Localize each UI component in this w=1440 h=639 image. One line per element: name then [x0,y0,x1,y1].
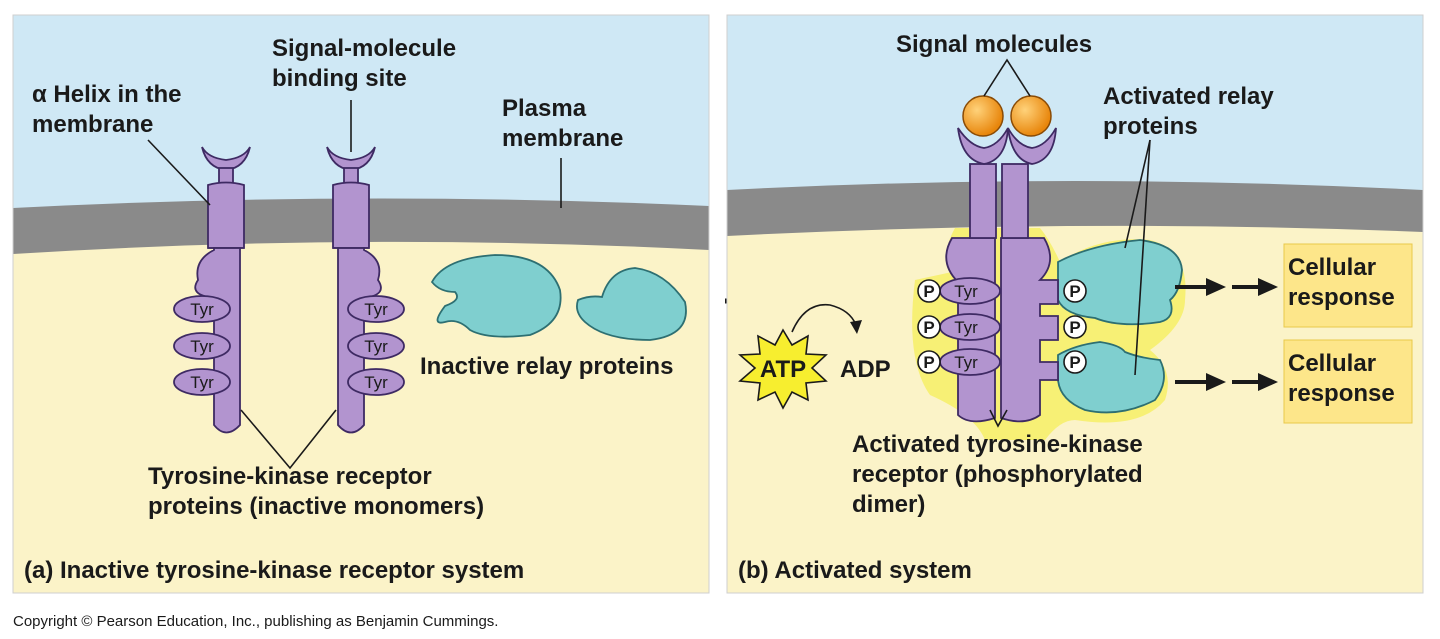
cellular-response-box [1283,243,1413,328]
phosphate-label: P [1069,318,1080,337]
inactive-relay-protein [576,267,687,341]
signal-molecules-label: Signal molecules [896,31,1092,58]
tyr-label: Tyr [954,282,978,301]
cellular-response-box [1283,339,1413,424]
dimer-label-line3: dimer) [852,491,925,518]
phosphorylated-tyr-group: Tyr Tyr Tyr P P P P P P [917,277,1087,376]
panel-b-caption: (b) Activated system [738,557,972,584]
panel-b: Tyr Tyr Tyr P P P P P P ATP ADP Signal m… [726,14,1424,594]
dimer-leader [989,409,1008,428]
atp-label: ATP [760,356,806,383]
helix-label-line1: α Helix in the [32,81,181,108]
adp-label: ADP [840,356,891,383]
tyr-label: Tyr [190,373,214,392]
phosphate-label: P [923,318,934,337]
signal-molecule [1010,95,1052,137]
helix-leader [147,139,211,206]
copyright-notice: Copyright © Pearson Education, Inc., pub… [13,613,498,630]
receptor-label-line1: Tyrosine-kinase receptor [148,463,432,490]
plasma-label-line1: Plasma [502,95,587,122]
tyr-label: Tyr [364,337,388,356]
inactive-relay-label: Inactive relay proteins [420,353,673,380]
tyr-label: Tyr [190,300,214,319]
atp-burst [737,328,828,410]
response2-line2: response [1288,380,1395,407]
dimer-label-line2: receptor (phosphorylated [852,461,1143,488]
tyr-label: Tyr [190,337,214,356]
phosphate-label: P [923,353,934,372]
phosphate-label: P [923,282,934,301]
helix-label-line2: membrane [32,111,153,138]
binding-label-line2: binding site [272,65,407,92]
panel-a-caption: (a) Inactive tyrosine-kinase receptor sy… [24,557,524,584]
binding-site [201,146,251,171]
inactive-relay-protein [430,254,562,338]
receptor-dimer [945,127,1059,423]
receptor-leader [240,409,337,470]
activated-relay-label-line1: Activated relay [1103,83,1274,110]
tyr-group-right: Tyr Tyr Tyr [347,295,405,396]
tyr-label: Tyr [954,318,978,337]
tyr-label: Tyr [364,373,388,392]
signal-molecule [962,95,1004,137]
panel-a: Tyr Tyr Tyr Tyr Tyr Tyr α Helix in the [12,14,710,594]
tyr-label: Tyr [954,353,978,372]
dimer-label-line1: Activated tyrosine-kinase [852,431,1143,458]
relay-leader [1124,139,1151,249]
response1-line1: Cellular [1288,254,1376,281]
response2-line1: Cellular [1288,350,1376,377]
response1-line2: response [1288,284,1395,311]
plasma-membrane [727,181,1423,236]
phosphate-label: P [1069,353,1080,372]
binding-label-line1: Signal-molecule [272,35,456,62]
receptor-label-line2: proteins (inactive monomers) [148,493,484,520]
atp-adp-curve [791,303,857,333]
activated-relay-protein [1057,239,1183,326]
plasma-label-line2: membrane [502,125,623,152]
signal-leader [983,58,1031,97]
tyr-group-left: Tyr Tyr Tyr [173,295,231,396]
relay-leader [1134,139,1151,376]
response-arrows [1175,278,1278,391]
binding-site [326,146,376,171]
tyr-label: Tyr [364,300,388,319]
phosphate-label: P [1069,282,1080,301]
activated-relay-label-line2: proteins [1103,113,1198,140]
